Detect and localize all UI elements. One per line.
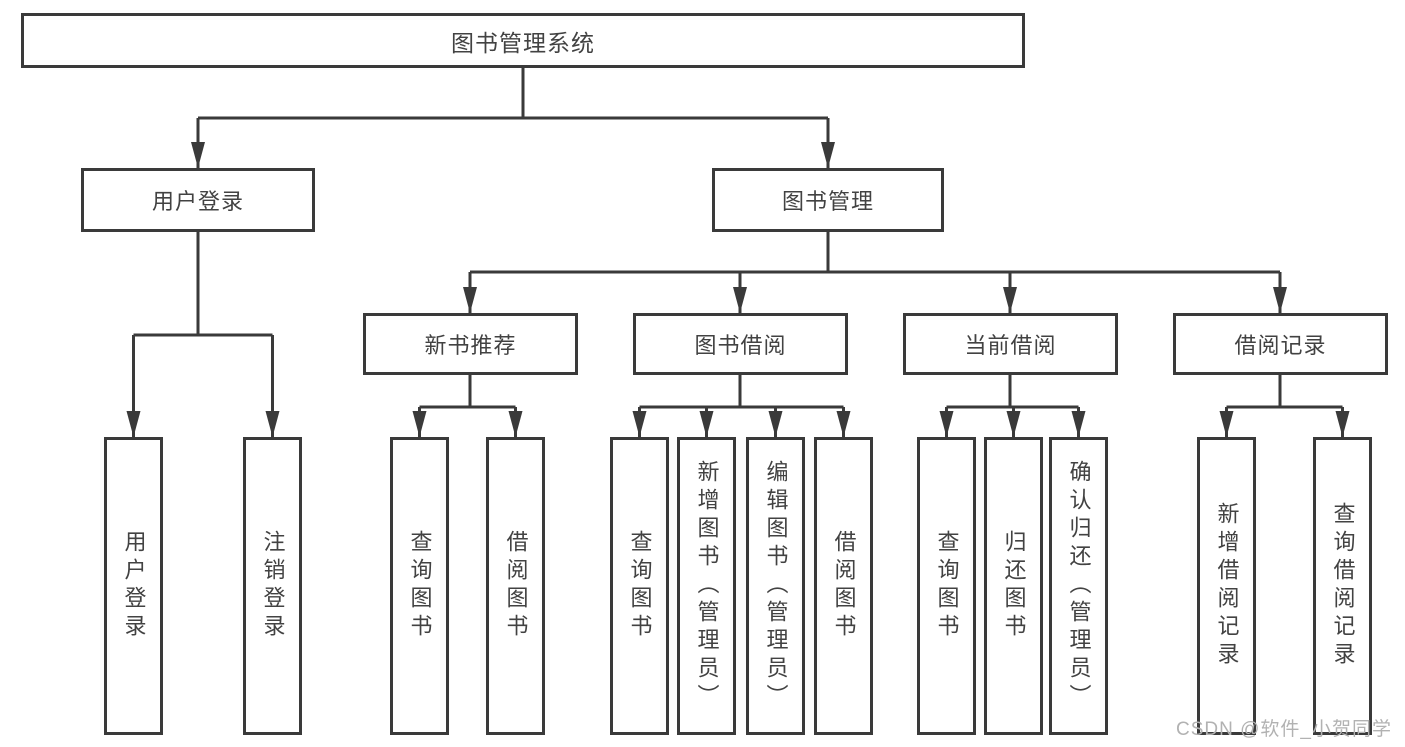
- node-current-borrow: 当前借阅: [903, 313, 1118, 375]
- node-query-books-recommend-label: 查询图书: [407, 530, 433, 642]
- node-add-book-admin-label: 新增图书（管理员）: [694, 460, 720, 712]
- node-user-login-label: 用户登录: [121, 530, 147, 642]
- node-return-book: 归还图书: [984, 437, 1043, 735]
- node-user-login: 用户登录: [104, 437, 163, 735]
- node-borrow-books: 借阅图书: [814, 437, 873, 735]
- node-current-borrow-label: 当前借阅: [964, 333, 1057, 358]
- node-borrow-books-label: 借阅图书: [831, 530, 857, 642]
- node-borrow-books-recommend-label: 借阅图书: [503, 530, 529, 642]
- node-query-books-borrow: 查询图书: [610, 437, 669, 735]
- node-edit-book-admin-label: 编辑图书（管理员）: [763, 460, 789, 712]
- node-confirm-return-admin-label: 确认归还（管理员）: [1066, 460, 1092, 712]
- node-query-books-borrow-label: 查询图书: [627, 530, 653, 642]
- node-new-book-recommend-label: 新书推荐: [424, 333, 517, 358]
- node-add-borrow-record-label: 新增借阅记录: [1214, 502, 1240, 670]
- node-query-borrow-record-label: 查询借阅记录: [1330, 502, 1356, 670]
- node-query-books-current: 查询图书: [917, 437, 976, 735]
- node-logout-label: 注销登录: [260, 530, 286, 642]
- node-add-borrow-record: 新增借阅记录: [1197, 437, 1256, 735]
- node-book-management: 图书管理: [712, 168, 944, 232]
- node-query-borrow-record: 查询借阅记录: [1313, 437, 1372, 735]
- node-borrow-records-label: 借阅记录: [1234, 333, 1327, 358]
- node-book-management-label: 图书管理: [781, 189, 874, 214]
- node-root-label: 图书管理系统: [451, 29, 595, 56]
- node-add-book-admin: 新增图书（管理员）: [677, 437, 736, 735]
- node-book-borrow-label: 图书借阅: [694, 333, 787, 358]
- node-root: 图书管理系统: [21, 13, 1025, 68]
- node-return-book-label: 归还图书: [1001, 530, 1027, 642]
- node-new-book-recommend: 新书推荐: [363, 313, 578, 375]
- node-confirm-return-admin: 确认归还（管理员）: [1049, 437, 1108, 735]
- node-borrow-records: 借阅记录: [1173, 313, 1388, 375]
- csdn-watermark: CSDN @软件_小贺同学: [1176, 719, 1392, 740]
- node-logout: 注销登录: [243, 437, 302, 735]
- node-book-borrow: 图书借阅: [633, 313, 848, 375]
- node-query-books-current-label: 查询图书: [934, 530, 960, 642]
- node-user-login-branch-label: 用户登录: [151, 189, 244, 214]
- node-user-login-branch: 用户登录: [81, 168, 315, 232]
- node-edit-book-admin: 编辑图书（管理员）: [746, 437, 805, 735]
- node-borrow-books-recommend: 借阅图书: [486, 437, 545, 735]
- node-query-books-recommend: 查询图书: [390, 437, 449, 735]
